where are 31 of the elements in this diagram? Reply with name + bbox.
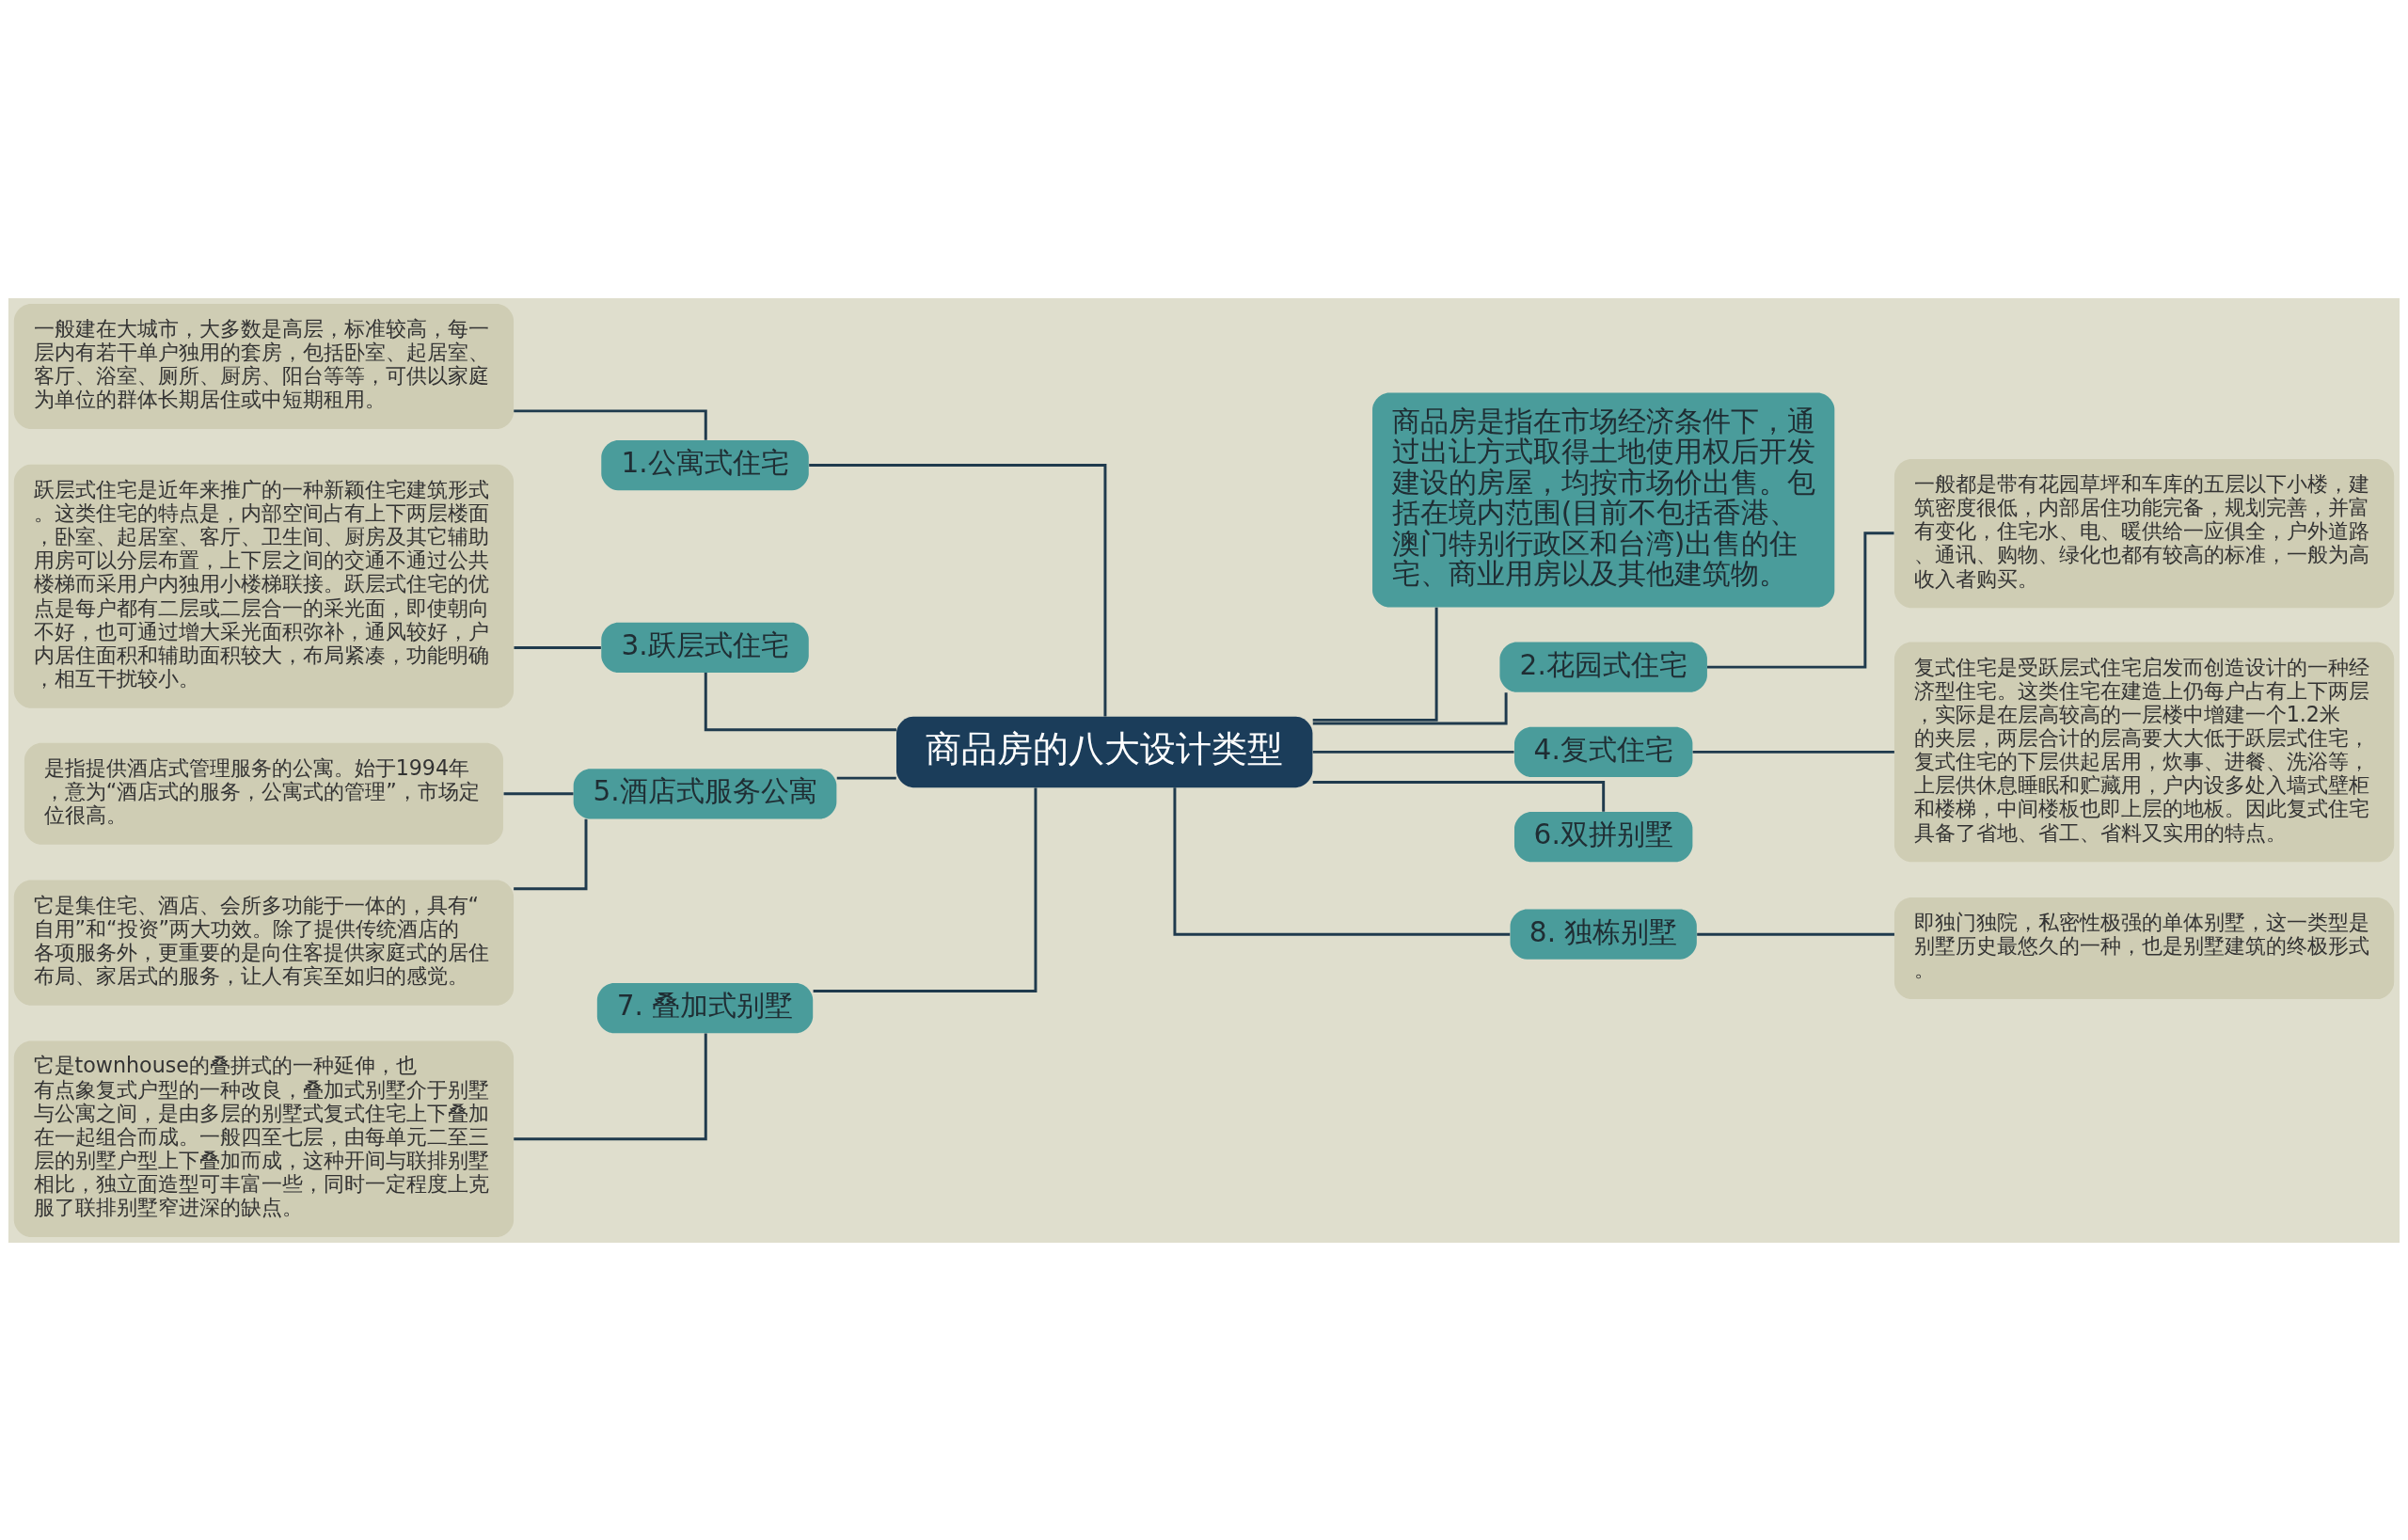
node-box: 它是townhouse的叠拼式的一种延伸，也有点象复式户型的一种改良，叠加式别墅介于别墅与公寓之间，是由多层的别墅式复式住宅上下叠加在一起组合而成。一般四至七层，由每单元二至三层的别墅户型上下叠加而成，这种开间与联排别墅相比，独立面造型可丰富一些，同时一定程度上克服了联排别墅窄进深的缺点。 <box>13 1040 515 1237</box>
node-box: 3.跃层式住宅 <box>601 622 809 673</box>
connector <box>1312 750 1514 754</box>
node-box: 8. 独栋别墅 <box>1510 909 1697 960</box>
node-box: 是指提供酒店式管理服务的公寓。始于1994年，意为“酒店式的服务，公寓式的管理”，市场定位很高。 <box>24 742 503 845</box>
node-box: 跃层式住宅是近年来推广的一种新颖住宅建筑形式。这类住宅的特点是，内部空间占有上下两层楼面，卧室、起居室、客厅、卫生间、厨房及其它辅助用房可以分层布置，上下层之间的交通不通过公共楼梯而采用户内独用小楼梯联接。跃层式住宅的优点是每户都有二层或二层合一的采光面，即使朝向不好，也可通过增大采光面积弥补，通风较好，户内居住面积和辅助面积较大，布局紧凑，功能明确，相互干扰较小。 <box>13 464 515 708</box>
node-box: 4.复式住宅 <box>1514 726 1693 777</box>
connector <box>1173 786 1511 936</box>
node-box: 6.双拼别墅 <box>1514 811 1693 862</box>
connector <box>704 672 896 731</box>
connector <box>1312 607 1438 722</box>
connector <box>514 645 601 649</box>
node-box: 即独门独院，私密性极强的单体别墅，这一类型是别墅历史最悠久的一种，也是别墅建筑的终极形式。 <box>1893 897 2395 999</box>
connector <box>514 1033 707 1140</box>
node-box: 商品房是指在市场经济条件下，通过出让方式取得土地使用权后开发建设的房屋，均按市场价出售。包括在境内范围(目前不包括香港、澳门特别行政区和台湾)出售的住宅、商业用房以及其他建筑物。 <box>1372 392 1835 607</box>
connector <box>809 463 1107 716</box>
node-box: 2.花园式住宅 <box>1499 642 1707 692</box>
connector <box>1697 932 1894 936</box>
connector <box>1692 750 1894 754</box>
node-box: 它是集住宅、酒店、会所多功能于一体的，具有“自用”和“投资”两大功效。除了提供传统酒店的各项服务外，更重要的是向住客提供家庭式的居住布局、家居式的服务，让人有宾至如归的感觉。 <box>13 880 515 1006</box>
node-box: 7. 叠加式别墅 <box>596 982 814 1033</box>
node-box: 5.酒店式服务公寓 <box>573 768 837 818</box>
node-box: 商品房的八大设计类型 <box>896 716 1313 787</box>
node-box: 一般都是带有花园草坪和车库的五层以下小楼，建筑密度很低，内部居住功能完备，规划完善，并富有变化，住宅水、电、暖供给一应俱全，户外道路、通讯、购物、绿化也都有较高的标准，一般为高收入者购买。 <box>1893 458 2395 608</box>
connector <box>503 791 574 795</box>
node-box: 1.公寓式住宅 <box>601 439 809 490</box>
connector <box>813 786 1038 992</box>
node-box: 一般建在大城市，大多数是高层，标准较高，每一层内有若干单户独用的套房，包括卧室、起居室、客厅、浴室、厕所、厨房、阳台等等，可供以家庭为单位的群体长期居住或中短期租用。 <box>13 303 515 429</box>
connector <box>836 776 896 780</box>
node-box: 复式住宅是受跃层式住宅启发而创造设计的一种经济型住宅。这类住宅在建造上仍每户占有上下两层，实际是在层高较高的一层楼中增建一个1.2米的夹层，两层合计的层高要大大低于跃层式住宅，复式住宅的下层供起居用，炊事、进餐、洗浴等，上层供休息睡眠和贮藏用，户内设多处入墙式壁柜和楼梯，中间楼板也即上层的地板。因此复式住宅具备了省地、省工、省料又实用的特点。 <box>1893 642 2395 862</box>
connector <box>514 818 588 890</box>
